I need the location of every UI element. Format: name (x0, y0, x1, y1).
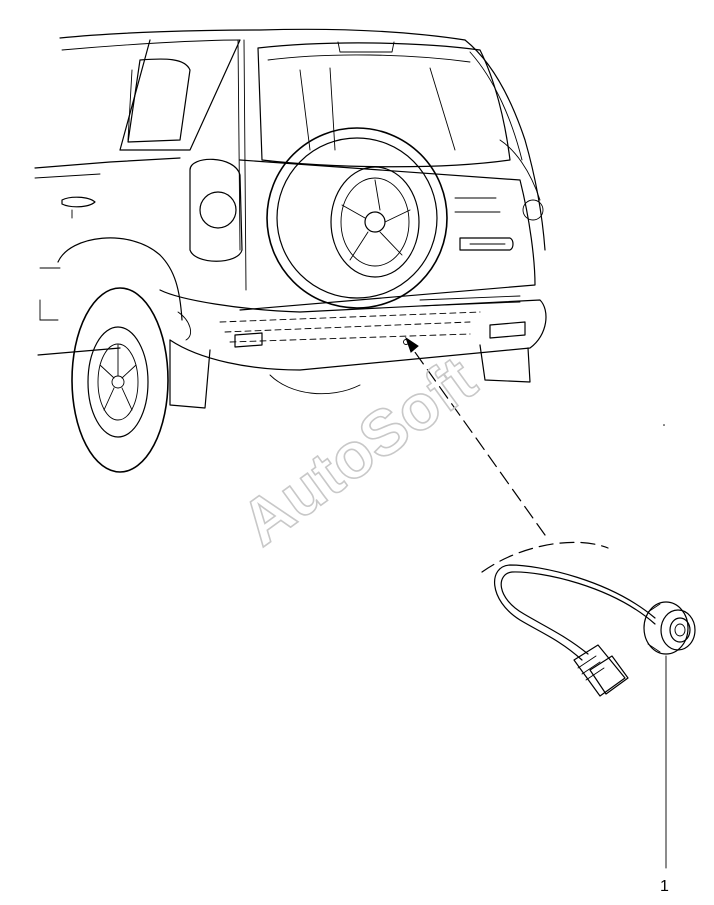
watermark-text: AutoSoft (228, 342, 489, 559)
callout-number-1: 1 (660, 878, 669, 895)
stray-mark (663, 424, 665, 426)
detail-callout-arc (481, 541, 609, 573)
callout-1: 1 (660, 655, 669, 895)
watermark: AutoSoft (227, 342, 489, 561)
location-arrow (405, 336, 546, 536)
parking-sensor-part (494, 564, 696, 697)
vehicle-rear-illustration (34, 28, 547, 473)
